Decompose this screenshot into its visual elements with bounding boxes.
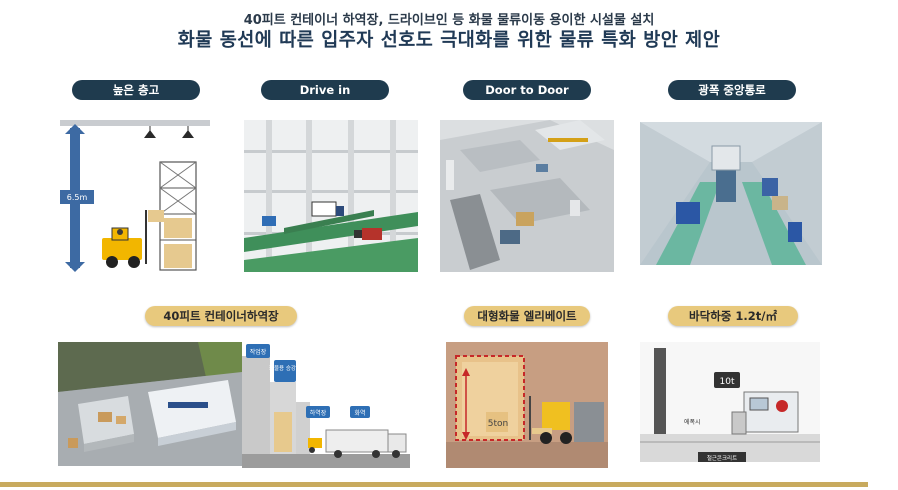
- container-dock-section-diagram: 작업장 화물용 승강기 하역장 화역: [242, 342, 410, 468]
- label-freight-lift: 화물용 승강기: [269, 364, 301, 372]
- drive-in-illustration: [244, 120, 418, 272]
- feature-label-high-ceiling: 높은 층고: [72, 80, 200, 100]
- high-ceiling-illustration: 6.5m: [60, 120, 210, 272]
- floor-label-concrete: 철근콘크리트: [707, 454, 737, 462]
- elevator-weight-label: 5ton: [488, 419, 508, 429]
- door-to-door-illustration: [440, 120, 614, 272]
- feature-label-drive-in: Drive in: [261, 80, 389, 100]
- floor-label-epoxy: 에폭시: [684, 418, 701, 426]
- load-weight-label: 10t: [720, 377, 735, 387]
- bottom-divider: [0, 482, 868, 487]
- container-dock-illustration: [58, 342, 242, 466]
- floor-load-illustration: 10t 에폭시 철근콘크리트: [640, 342, 820, 462]
- label-cargo: 화역: [354, 409, 365, 417]
- wide-corridor-illustration: [640, 122, 822, 265]
- feature-label-container-dock: 40피트 컨테이너하역장: [145, 306, 297, 326]
- label-loading-dock: 하역장: [310, 409, 327, 417]
- feature-label-floor-load: 바닥하중 1.2t/㎡: [668, 306, 798, 326]
- feature-label-door-to-door: Door to Door: [463, 80, 591, 100]
- subtitle: 40피트 컨테이너 하역장, 드라이브인 등 화물 물류이동 용이한 시설물 설…: [243, 13, 655, 28]
- label-workspace: 작업장: [250, 348, 267, 356]
- freight-elevator-illustration: 5ton: [446, 342, 608, 468]
- page-title: 화물 동선에 따른 입주자 선호도 극대화를 위한 물류 특화 방안 제안: [177, 30, 721, 51]
- feature-label-wide-corridor: 광폭 중앙통로: [668, 80, 796, 100]
- feature-label-freight-elevator: 대형화물 엘리베이트: [464, 306, 590, 326]
- ceiling-height-label: 6.5m: [67, 193, 88, 202]
